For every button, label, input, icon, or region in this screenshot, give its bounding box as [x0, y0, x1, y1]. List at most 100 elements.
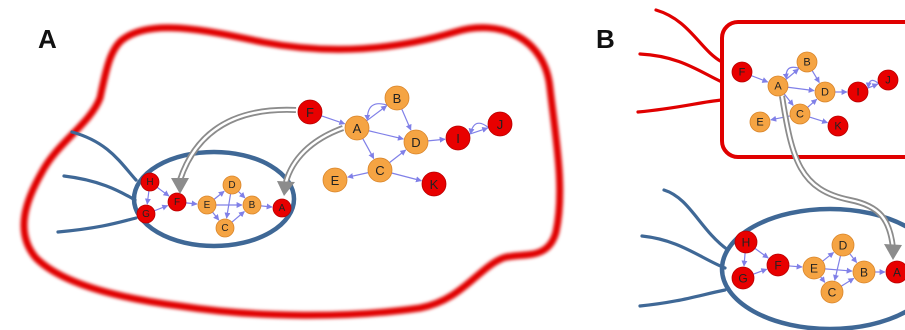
node-circle: [802, 256, 826, 280]
node-circle: [215, 218, 235, 238]
host-edges-a: [321, 103, 489, 183]
node-label: B: [860, 266, 868, 280]
node-circle: [796, 51, 818, 73]
node-circle: [167, 192, 187, 212]
graph-edge: [811, 70, 820, 84]
graph-edge: [782, 66, 800, 80]
transfer-arrow-head-a-b: [884, 244, 902, 260]
node-circle: [322, 167, 348, 193]
node-circle: [344, 115, 370, 141]
node-circle: [487, 111, 513, 137]
graph-node-k: K: [421, 171, 447, 197]
node-label: A: [279, 203, 286, 214]
graph-edge: [865, 79, 880, 89]
graph-edge: [212, 211, 220, 221]
graph-edge: [364, 103, 388, 121]
host-cell-outline-b: [720, 20, 905, 159]
node-label: I: [856, 87, 859, 99]
node-circle: [734, 230, 758, 254]
node-circle: [814, 81, 836, 103]
host-nodes-b: F A BD I J C E K: [731, 51, 899, 137]
node-circle: [831, 233, 855, 257]
node-circle: [403, 129, 429, 155]
node-circle: [445, 125, 471, 151]
node-circle: [847, 81, 869, 103]
panel-label-b: B: [596, 24, 615, 54]
host-tendrils-b: [636, 8, 724, 114]
graph-edge: [231, 211, 245, 223]
node-label: A: [353, 121, 362, 136]
graph-node-e: E: [749, 111, 771, 133]
node-circle: [297, 99, 323, 125]
compartment-tendrils-b: [638, 188, 730, 308]
graph-edge: [224, 193, 232, 219]
node-label: C: [375, 163, 384, 178]
compartment-tendrils-a: [56, 130, 138, 234]
graph-edge: [391, 172, 422, 183]
graph-edge: [754, 247, 769, 259]
graph-node-d: D: [831, 233, 855, 257]
graph-node-f: F: [297, 99, 323, 125]
node-label: K: [430, 177, 439, 192]
node-circle: [789, 103, 811, 125]
node-circle: [766, 253, 790, 277]
node-circle: [877, 69, 899, 91]
graph-node-b: B: [384, 85, 410, 111]
node-circle: [731, 61, 753, 83]
graph-node-h: H: [140, 172, 160, 192]
graph-node-a: A: [272, 198, 292, 218]
graph-node-c: C: [367, 157, 393, 183]
graph-node-f: F: [766, 253, 790, 277]
node-label: A: [774, 81, 782, 93]
graph-node-e: E: [322, 167, 348, 193]
graph-node-b: B: [852, 260, 876, 284]
transfer-arrows-b: [779, 95, 902, 260]
node-label: B: [803, 57, 810, 69]
node-label: G: [738, 272, 747, 286]
node-label: J: [885, 75, 891, 87]
node-label: K: [834, 121, 842, 133]
graph-edge: [362, 138, 375, 160]
graph-edge: [819, 276, 826, 283]
node-circle: [140, 172, 160, 192]
graph-edge: [824, 267, 853, 274]
graph-edge: [144, 190, 151, 205]
compartment-edges-b: [741, 247, 886, 287]
node-label: E: [756, 117, 763, 129]
node-label: G: [142, 209, 150, 220]
host-edges-b: [751, 66, 880, 124]
graph-node-d: D: [814, 81, 836, 103]
graph-edge: [213, 190, 225, 200]
graph-node-f: F: [167, 192, 187, 212]
graph-node-g: G: [731, 266, 755, 290]
graph-node-h: H: [734, 230, 758, 254]
graph-edge: [321, 115, 346, 125]
node-circle: [136, 204, 156, 224]
node-label: C: [221, 223, 228, 234]
node-circle: [367, 157, 393, 183]
node-circle: [852, 260, 876, 284]
compartment-edges-a: [144, 186, 273, 223]
node-circle: [384, 85, 410, 111]
node-label: C: [828, 286, 837, 300]
node-label: F: [174, 197, 180, 208]
graph-node-d: D: [403, 129, 429, 155]
node-label: F: [774, 259, 781, 273]
compartment-outline-a: [131, 149, 297, 249]
transfer-arrow-head-a: [277, 181, 295, 196]
node-label: D: [228, 180, 235, 191]
compartment-outline-b: [719, 206, 905, 330]
graph-node-k: K: [827, 115, 849, 137]
graph-node-c: C: [789, 103, 811, 125]
node-label: I: [456, 131, 460, 146]
graph-node-g: G: [136, 204, 156, 224]
node-circle: [731, 266, 755, 290]
node-label: H: [742, 236, 751, 250]
graph-edge: [841, 277, 855, 287]
graph-edge: [347, 172, 369, 179]
graph-node-f: F: [731, 61, 753, 83]
graph-node-j: J: [487, 111, 513, 137]
